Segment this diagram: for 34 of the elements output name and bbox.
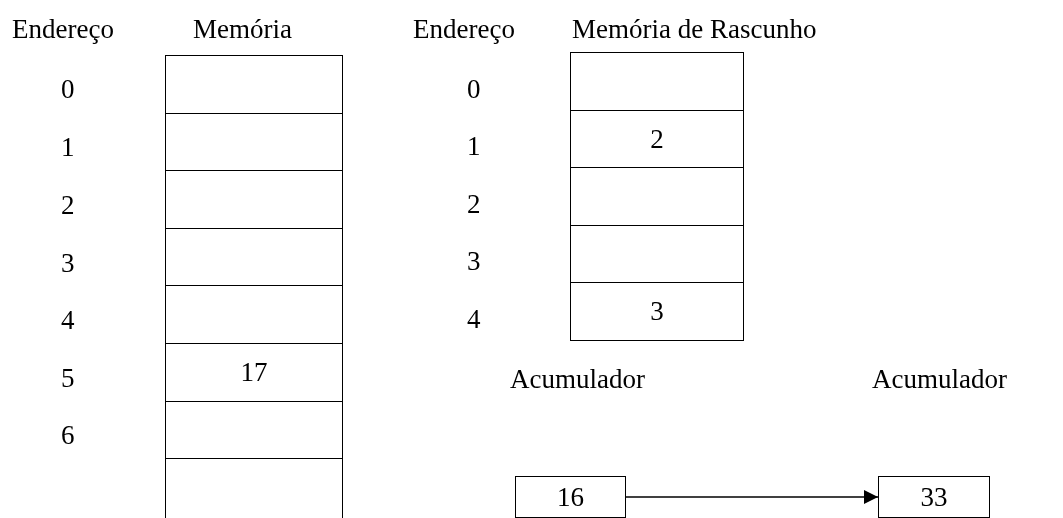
- memory-cell: [165, 170, 343, 230]
- address-number: 5: [61, 363, 75, 393]
- column-header: Memória de Rascunho: [572, 14, 817, 44]
- address-number: 4: [61, 305, 75, 335]
- memory-cell: [165, 285, 343, 345]
- column-header: Endereço: [12, 14, 114, 44]
- memory-cell: 17: [165, 343, 343, 403]
- memory-cell: [165, 112, 343, 172]
- memory-cell: [570, 167, 744, 227]
- address-number: 6: [61, 420, 75, 450]
- memory-cell: [165, 458, 343, 518]
- memory-cell: [165, 227, 343, 287]
- column-header: Memória: [193, 14, 292, 44]
- address-number: 1: [467, 131, 481, 161]
- memory-cell: [570, 224, 744, 284]
- memory-cell: [165, 400, 343, 460]
- register-label: Acumulador: [510, 364, 645, 394]
- memory-cell: 2: [570, 109, 744, 169]
- address-number: 2: [467, 189, 481, 219]
- memory-cell: [165, 55, 343, 115]
- address-number: 2: [61, 190, 75, 220]
- address-number: 0: [467, 74, 481, 104]
- address-number: 0: [61, 74, 75, 104]
- memory-cell: 3: [570, 282, 744, 342]
- column-header: Endereço: [413, 14, 515, 44]
- address-number: 4: [467, 304, 481, 334]
- memory-cell: 16: [515, 476, 626, 518]
- address-number: 1: [61, 132, 75, 162]
- memory-cell: [570, 52, 744, 112]
- arrow: [625, 490, 879, 504]
- address-number: 3: [467, 246, 481, 276]
- memory-cell: 33: [878, 476, 990, 518]
- register-label: Acumulador: [872, 364, 1007, 394]
- address-number: 3: [61, 248, 75, 278]
